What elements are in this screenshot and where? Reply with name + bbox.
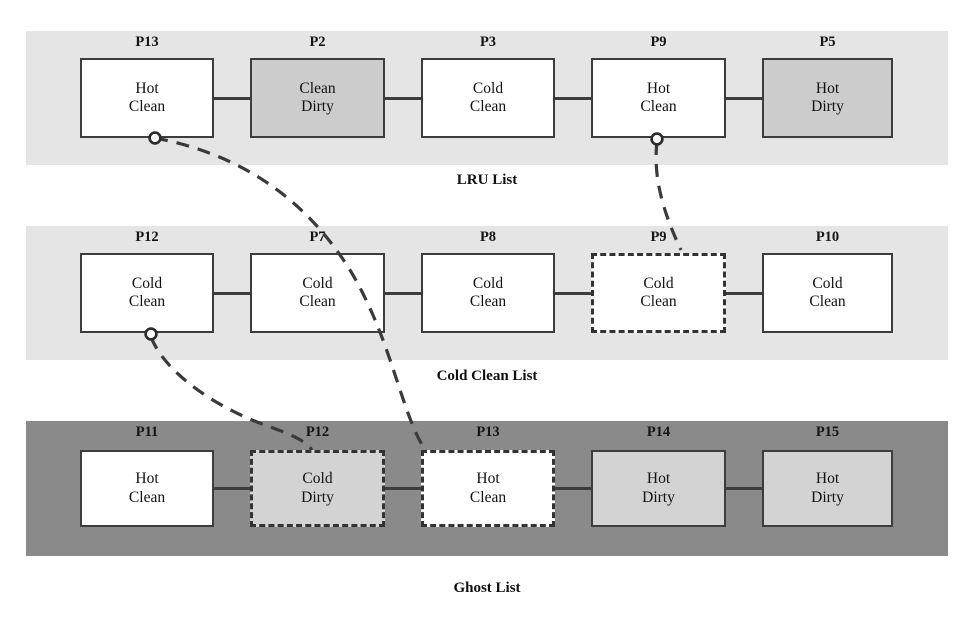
node-line1: Hot bbox=[646, 79, 671, 97]
node-lru-1[interactable]: Clean Dirty bbox=[250, 58, 385, 138]
page-label-ghost-0: P11 bbox=[135, 424, 159, 440]
connector-cold-4 bbox=[726, 292, 762, 295]
node-cold-2[interactable]: Cold Clean bbox=[421, 253, 555, 333]
node-line2: Clean bbox=[299, 293, 336, 310]
connector-lru-1 bbox=[214, 97, 250, 100]
page-label-lru-3: P9 bbox=[650, 34, 667, 50]
page-label-cold-2: P8 bbox=[479, 229, 497, 245]
node-cold-3[interactable]: Cold Clean bbox=[591, 253, 726, 333]
connector-cold-3 bbox=[555, 292, 591, 295]
node-line1: Cold bbox=[302, 470, 333, 488]
node-line1: Clean bbox=[299, 79, 336, 97]
page-label-cold-0: P12 bbox=[135, 229, 159, 245]
node-line2: Dirty bbox=[811, 98, 844, 115]
node-line2: Clean bbox=[469, 293, 507, 310]
connector-lru-3 bbox=[555, 97, 591, 100]
page-label-ghost-3: P14 bbox=[646, 424, 671, 440]
page-label-ghost-1: P12 bbox=[305, 424, 330, 440]
node-line2: Clean bbox=[469, 488, 507, 506]
page-label-cold-4: P10 bbox=[815, 229, 840, 245]
node-line2: Dirty bbox=[642, 488, 675, 506]
node-line1: Cold bbox=[302, 274, 333, 292]
node-line2: Clean bbox=[128, 98, 166, 115]
node-line1: Cold bbox=[472, 274, 504, 292]
caption-lru-list: LRU List bbox=[456, 172, 518, 188]
node-lru-4[interactable]: Hot Dirty bbox=[762, 58, 893, 138]
node-lru-2[interactable]: Cold Clean bbox=[421, 58, 555, 138]
node-line1: Cold bbox=[472, 79, 504, 97]
page-label-ghost-2: P13 bbox=[476, 424, 500, 440]
node-line1: Hot bbox=[135, 79, 159, 97]
node-lru-0[interactable]: Hot Clean bbox=[80, 58, 214, 138]
node-cold-1[interactable]: Cold Clean bbox=[250, 253, 385, 333]
node-lru-3[interactable]: Hot Clean bbox=[591, 58, 726, 138]
connector-ghost-4 bbox=[726, 487, 762, 490]
node-line1: Cold bbox=[812, 274, 843, 292]
caption-ghost-list: Ghost List bbox=[453, 580, 521, 596]
caption-cold-clean-list: Cold Clean List bbox=[436, 368, 538, 384]
page-label-cold-1: P7 bbox=[309, 229, 326, 245]
connector-ghost-3 bbox=[555, 487, 591, 490]
node-cold-4[interactable]: Cold Clean bbox=[762, 253, 893, 333]
node-ghost-4[interactable]: Hot Dirty bbox=[762, 450, 893, 527]
connector-ghost-1 bbox=[214, 487, 250, 490]
node-line2: Clean bbox=[469, 98, 507, 115]
connector-lru-4 bbox=[726, 97, 762, 100]
page-label-lru-4: P5 bbox=[819, 34, 836, 50]
node-cold-0[interactable]: Cold Clean bbox=[80, 253, 214, 333]
connector-lru-2 bbox=[385, 97, 421, 100]
page-label-cold-3: P9 bbox=[650, 229, 667, 245]
node-ghost-2[interactable]: Hot Clean bbox=[421, 450, 555, 527]
node-line2: Clean bbox=[128, 488, 166, 506]
node-line2: Clean bbox=[809, 293, 846, 310]
node-line1: Hot bbox=[815, 79, 840, 97]
node-ghost-3[interactable]: Hot Dirty bbox=[591, 450, 726, 527]
node-line1: Cold bbox=[643, 274, 674, 292]
node-line1: Hot bbox=[135, 470, 159, 488]
page-label-lru-1: P2 bbox=[309, 34, 326, 50]
node-line2: Dirty bbox=[301, 488, 334, 506]
node-line2: Dirty bbox=[811, 488, 844, 506]
node-ghost-1[interactable]: Cold Dirty bbox=[250, 450, 385, 527]
node-line2: Dirty bbox=[301, 98, 334, 115]
connector-cold-1 bbox=[214, 292, 250, 295]
page-label-lru-0: P13 bbox=[135, 34, 159, 50]
node-line2: Clean bbox=[128, 293, 166, 310]
node-ghost-0[interactable]: Hot Clean bbox=[80, 450, 214, 527]
page-label-lru-2: P3 bbox=[479, 34, 497, 50]
connector-ghost-2 bbox=[385, 487, 421, 490]
node-line1: Hot bbox=[815, 470, 840, 488]
node-line1: Hot bbox=[646, 470, 671, 488]
node-line1: Hot bbox=[476, 470, 500, 488]
node-line1: Cold bbox=[131, 274, 163, 292]
page-label-ghost-4: P15 bbox=[815, 424, 840, 440]
connector-cold-2 bbox=[385, 292, 421, 295]
node-line2: Clean bbox=[640, 293, 677, 310]
node-line2: Clean bbox=[640, 98, 677, 115]
